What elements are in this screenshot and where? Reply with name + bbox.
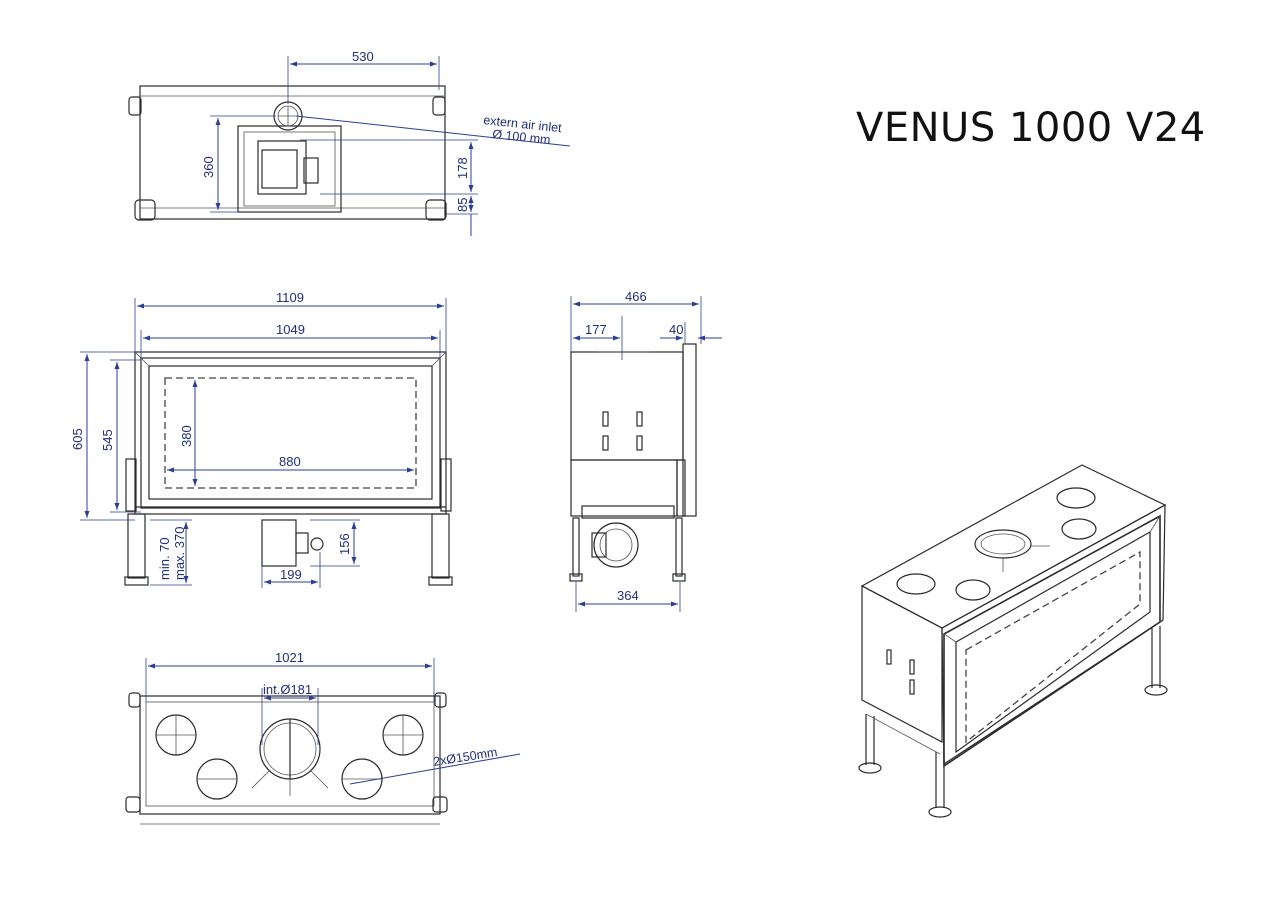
top-view [128,85,447,221]
dim-front-1049: 1049 [276,322,305,337]
side-view-dimensions: 466 177 40 364 [570,289,722,612]
isometric-view [858,464,1168,818]
dim-top-530: 530 [352,49,374,64]
dim-bottom-flue: int.Ø181 [263,682,312,697]
dim-top-85: 85 [455,198,470,212]
top-view-dimensions: 530 360 178 85 extern air inlet Ø 100 mm [201,49,571,236]
side-view [569,343,697,582]
air-inlet-note-line2: Ø 100 mm [492,127,552,147]
dim-bottom-outlets: 2xØ150mm [432,745,498,769]
dim-side-364: 364 [617,588,639,603]
dim-front-380: 380 [179,425,194,447]
dim-top-178: 178 [455,157,470,179]
dim-front-1109: 1109 [276,290,304,305]
bottom-view [125,692,448,825]
dim-front-199: 199 [280,567,302,582]
front-view [124,351,453,586]
drawing-title: VENUS 1000 V24 [856,105,1206,151]
dim-front-605: 605 [70,428,85,450]
dim-front-545: 545 [100,429,115,451]
dim-bottom-1021: 1021 [275,650,304,665]
dim-side-40: 40 [669,322,683,337]
dim-top-360: 360 [201,156,216,178]
dim-side-466: 466 [625,289,647,304]
dim-front-880: 880 [279,454,301,469]
dim-side-177: 177 [585,322,607,337]
front-view-dimensions: 1109 1049 605 545 380 880 min. 70 max. 3… [70,290,447,588]
dim-front-leg-min: min. 70 [157,537,172,580]
dim-front-leg-max: max. 370 [172,527,187,580]
bottom-view-dimensions: 1021 int.Ø181 2xØ150mm [145,650,521,785]
dim-front-156: 156 [337,533,352,555]
